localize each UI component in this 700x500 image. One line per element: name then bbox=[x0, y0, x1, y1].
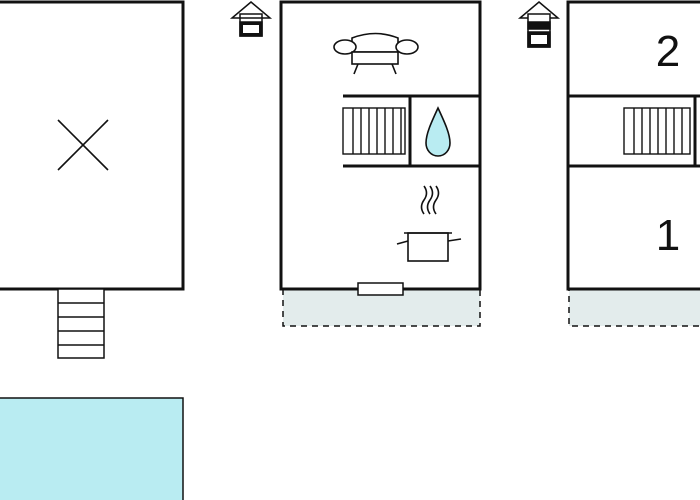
cooking-pot-icon bbox=[396, 185, 462, 262]
loft-plan bbox=[0, 0, 185, 500]
house-level-marker-icon bbox=[517, 1, 561, 48]
ground-floor-plan bbox=[279, 0, 482, 327]
water-drop-icon bbox=[425, 106, 451, 157]
house-level-marker-icon bbox=[229, 1, 273, 37]
door-icon bbox=[357, 282, 404, 296]
sofa-icon bbox=[333, 32, 419, 75]
pool bbox=[0, 397, 184, 500]
upper-terrace bbox=[568, 288, 700, 327]
exterior-stairs bbox=[57, 288, 105, 359]
loft-outline bbox=[0, 0, 185, 291]
bedroom-2-number: 2 bbox=[656, 27, 680, 76]
cross-icon bbox=[57, 119, 109, 171]
upper-floor-plan bbox=[566, 0, 700, 327]
bedroom-1-number: 1 bbox=[656, 211, 680, 260]
stairs-icon bbox=[623, 107, 691, 155]
stairs-icon bbox=[342, 107, 406, 155]
